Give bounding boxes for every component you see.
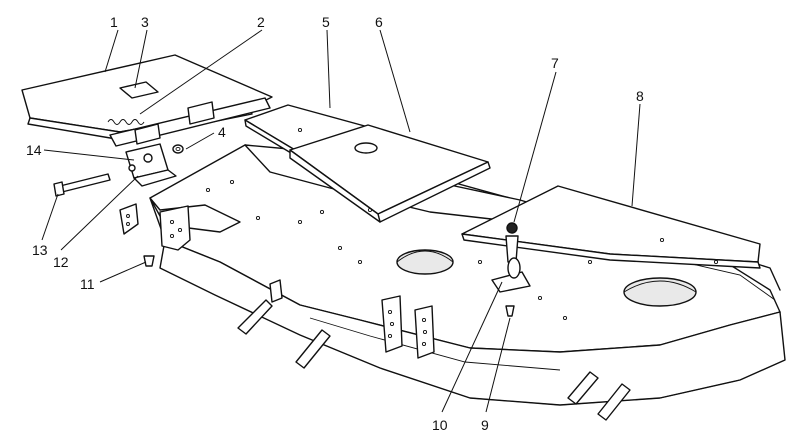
callout-2: 2	[257, 14, 265, 30]
callout-1: 1	[110, 14, 118, 30]
part-8-right-cover	[461, 185, 761, 269]
mower-deck	[149, 144, 786, 406]
deck-holes	[205, 179, 593, 321]
part-3-decal	[119, 81, 159, 99]
part-9-screw	[505, 305, 515, 317]
callout-10: 10	[432, 417, 448, 433]
part-13-bolt	[53, 173, 111, 197]
part-2-spring-hinge	[107, 97, 271, 147]
callout-3: 3	[141, 14, 149, 30]
part-7-knob	[505, 222, 519, 263]
deck-brackets	[119, 203, 631, 421]
callout-12: 12	[53, 254, 69, 270]
callout-13: 13	[32, 242, 48, 258]
callout-7: 7	[551, 55, 559, 71]
part-6-center-cover	[289, 124, 491, 223]
leader-lines	[41, 29, 641, 413]
callout-6: 6	[375, 14, 383, 30]
part-4-nut	[172, 144, 184, 154]
part-5-middle-cover	[244, 104, 373, 157]
callout-9: 9	[481, 417, 489, 433]
callout-4: 4	[218, 124, 226, 140]
callout-11: 11	[80, 276, 95, 292]
callout-5: 5	[322, 14, 330, 30]
callouts: 1 3 2 4 5 6 7 8 9 10 11 12 13 14	[26, 14, 644, 433]
callout-8: 8	[636, 88, 644, 104]
part-10-latch	[491, 257, 531, 293]
callout-14: 14	[26, 142, 42, 158]
part-11-screw	[143, 255, 155, 267]
part-14-hinge-bracket	[125, 143, 177, 187]
